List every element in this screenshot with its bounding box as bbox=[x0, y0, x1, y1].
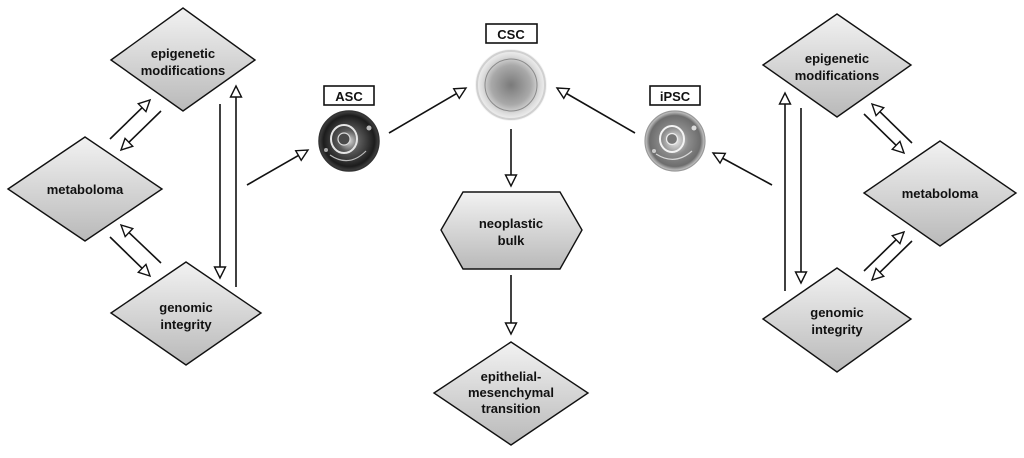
asc-label-box: ASC bbox=[323, 85, 375, 106]
left-genomic-line2: integrity bbox=[160, 317, 212, 332]
arrow-left-epi-to-metab bbox=[119, 110, 162, 152]
ipsc-label-box: iPSC bbox=[649, 85, 701, 106]
ipsc-label: iPSC bbox=[660, 89, 691, 104]
emt-line2: mesenchymal bbox=[468, 385, 554, 400]
asc-label: ASC bbox=[335, 89, 363, 104]
left-epigenetic-line2: modifications bbox=[141, 63, 226, 78]
left-epigenetic-node: epigenetic modifications bbox=[109, 7, 257, 112]
emt-node: epithelial- mesenchymal transition bbox=[432, 341, 590, 446]
arrow-right-to-ipsc bbox=[711, 152, 773, 186]
arrow-left-genomic-to-epi bbox=[229, 84, 243, 287]
right-epigenetic-line1: epigenetic bbox=[805, 51, 869, 66]
csc-label: CSC bbox=[497, 27, 525, 42]
right-genomic-line2: integrity bbox=[811, 322, 863, 337]
left-genomic-line1: genomic bbox=[159, 300, 212, 315]
left-metaboloma-label: metaboloma bbox=[47, 182, 124, 197]
arrow-right-metab-to-genomic bbox=[870, 240, 913, 282]
arrow-right-epi-to-metab bbox=[863, 113, 906, 155]
left-epigenetic-line1: epigenetic bbox=[151, 46, 215, 61]
csc-label-box: CSC bbox=[485, 23, 538, 44]
emt-line1: epithelial- bbox=[481, 369, 542, 384]
left-genomic-node: genomic integrity bbox=[109, 261, 263, 366]
arrow-neoplastic-to-emt bbox=[504, 275, 518, 336]
ipsc-cell-image bbox=[644, 110, 706, 172]
arrow-right-metab-to-epi bbox=[870, 102, 913, 144]
asc-cell-image bbox=[318, 110, 380, 172]
arrow-csc-to-neoplastic bbox=[504, 129, 518, 188]
arrow-asc-to-csc bbox=[388, 87, 468, 134]
right-genomic-node: genomic integrity bbox=[761, 267, 913, 373]
right-genomic-line1: genomic bbox=[810, 305, 863, 320]
neoplastic-bulk-node: neoplastic bulk bbox=[440, 191, 583, 270]
right-metaboloma-node: metaboloma bbox=[862, 140, 1018, 247]
arrow-right-genomic-to-epi bbox=[778, 91, 792, 291]
arrow-left-metab-to-genomic bbox=[109, 236, 152, 278]
arrow-left-metab-to-epi bbox=[109, 98, 152, 140]
right-metaboloma-label: metaboloma bbox=[902, 186, 979, 201]
csc-cell-image bbox=[475, 49, 547, 121]
left-metaboloma-node: metaboloma bbox=[6, 136, 164, 242]
arrow-left-genomic-to-metab bbox=[119, 223, 162, 264]
arrow-right-genomic-to-metab bbox=[863, 230, 906, 272]
emt-line3: transition bbox=[481, 401, 540, 416]
arrow-ipsc-to-csc bbox=[555, 87, 636, 134]
arrows-layer bbox=[109, 84, 913, 336]
neoplastic-line1: neoplastic bbox=[479, 216, 543, 231]
right-epigenetic-node: epigenetic modifications bbox=[761, 13, 913, 118]
neoplastic-line2: bulk bbox=[498, 233, 525, 248]
arrow-right-epi-to-genomic bbox=[794, 108, 808, 285]
arrow-left-to-asc bbox=[246, 149, 310, 186]
arrow-left-epi-to-genomic bbox=[213, 104, 227, 280]
right-epigenetic-line2: modifications bbox=[795, 68, 880, 83]
